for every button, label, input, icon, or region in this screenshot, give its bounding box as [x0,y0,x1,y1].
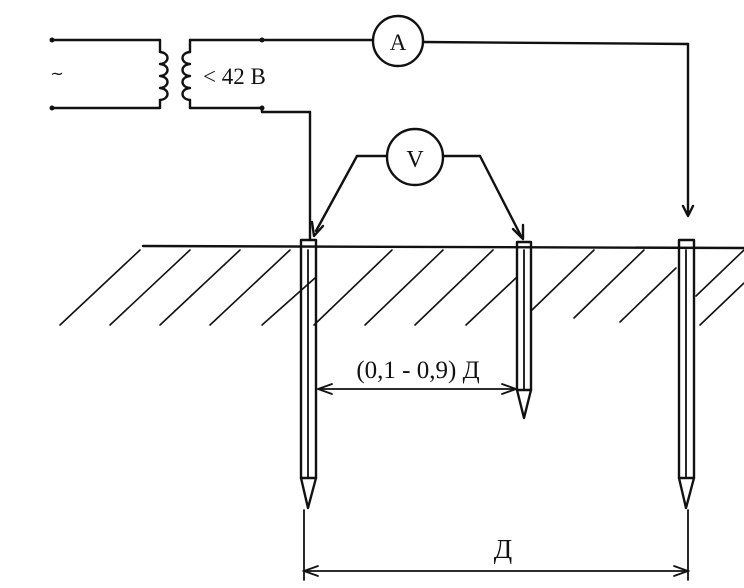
transformer [49,37,265,111]
ammeter: A [371,14,425,68]
electrode-left [299,238,318,510]
ground-surface-line [141,244,744,250]
current-circuit [260,38,695,242]
primary-coil [158,50,169,102]
probe-distance-dimension: (0,1 - 0,9) Д [315,357,519,395]
voltmeter-label: V [406,147,424,173]
voltmeter: V [385,127,445,187]
total-distance-label: Д [494,534,512,564]
probe-distance-label: (0,1 - 0,9) Д [356,357,479,384]
ac-source-symbol: ~ [50,64,63,83]
electrode-probe [515,240,533,420]
total-distance-dimension: Д [301,509,691,581]
ammeter-label: A [390,30,407,55]
voltage-label: < 42 В [203,64,266,89]
secondary-coil [181,50,192,102]
ground [59,244,744,326]
voltage-circuit [310,154,525,241]
electrode-right [677,238,696,510]
ground-hatching [59,249,744,326]
